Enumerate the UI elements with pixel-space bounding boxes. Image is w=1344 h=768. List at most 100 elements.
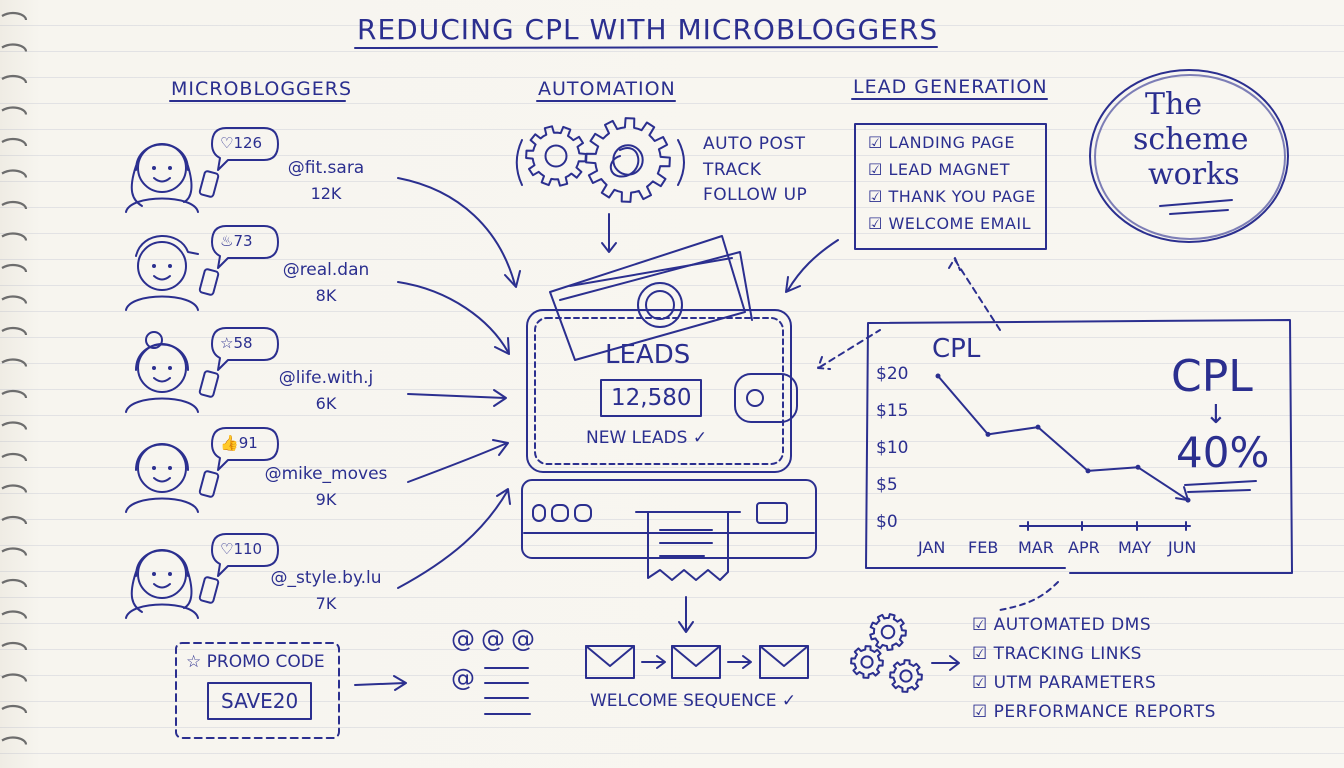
comment-bubble	[211, 427, 279, 471]
star-icon: ☆	[220, 334, 234, 352]
spiral-ring	[1, 641, 28, 651]
flame-icon: ♨	[220, 232, 234, 250]
phone-icon	[198, 370, 220, 398]
y-tick-label: $10	[876, 438, 909, 458]
lead-gen-item-label: LANDING PAGE	[888, 133, 1015, 152]
heart-icon: ♡	[220, 134, 234, 152]
checkbox-checked-icon: ☑	[972, 644, 994, 664]
spiral-ring	[1, 389, 28, 399]
cpl-point	[1135, 464, 1141, 470]
arrowhead-dan	[494, 337, 510, 355]
cpl-chart-frame	[865, 319, 1293, 574]
wallet-label: LEADS	[605, 340, 691, 370]
spiral-ring	[1, 673, 28, 682]
blogger-followers: 7K	[315, 594, 337, 613]
scheme-works-circle	[1089, 69, 1289, 243]
comment-bubble	[211, 225, 279, 269]
y-tick-label: $15	[876, 401, 909, 421]
bubble-count-value: 58	[233, 334, 253, 352]
x-tick-label: APR	[1068, 538, 1100, 557]
spiral-ring	[1, 578, 28, 588]
checkbox-checked-icon: ☑	[972, 702, 994, 722]
avatar	[125, 427, 279, 513]
spiral-ring	[1, 200, 28, 210]
spiral-ring	[1, 484, 28, 493]
phone-icon	[198, 170, 220, 198]
spiral-ring	[1, 326, 28, 336]
spiral-ring	[1, 232, 28, 241]
cpl-point	[985, 431, 991, 437]
promo-code-box	[175, 642, 340, 739]
printer-down-arrow	[678, 596, 694, 633]
scheme-underline	[1159, 199, 1233, 215]
phone-icon	[198, 268, 220, 296]
star-icon: ☆	[186, 652, 202, 672]
cpl-point	[935, 373, 941, 379]
checkbox-checked-icon: ☑	[972, 673, 994, 693]
cpl-point	[1035, 424, 1041, 430]
thumbs-up-icon: 👍	[220, 434, 239, 452]
cpl-value-underline	[1184, 480, 1257, 493]
checkbox-checked-icon: ☑	[972, 615, 994, 635]
avatar	[125, 127, 279, 213]
title-underline	[354, 46, 938, 49]
blogger-followers: 12K	[310, 184, 342, 203]
comment-bubble	[211, 127, 279, 171]
welcome-envelopes	[585, 645, 809, 679]
section-lead-generation: LEAD GENERATION	[853, 76, 1048, 98]
automation-item-track: TRACK	[703, 160, 762, 180]
x-tick-label: JUN	[1168, 538, 1197, 557]
spiral-ring	[1, 515, 28, 525]
gear-icon	[525, 125, 587, 187]
checkbox-checked-icon: ☑	[868, 133, 889, 152]
automation-checklist-label: AUTOMATED DMS	[993, 615, 1152, 635]
lead-gen-item: ☑ WELCOME EMAIL	[868, 216, 1031, 232]
arrow-mike	[407, 442, 508, 483]
envelope-icon	[585, 645, 635, 679]
avatar	[125, 225, 279, 311]
bubble-count: 👍91	[220, 436, 258, 451]
wallet-stitching	[534, 317, 784, 465]
comment-bubble	[211, 327, 279, 371]
lead-gen-box	[854, 123, 1047, 250]
lead-gen-item: ☑ THANK YOU PAGE	[868, 189, 1036, 205]
spiral-ring	[1, 74, 28, 84]
spiral-ring	[1, 137, 28, 147]
heart-icon: ♡	[220, 540, 234, 558]
spiral-ring	[1, 421, 28, 430]
chart-to-checklist-dashed-link	[999, 581, 1059, 611]
promo-label: ☆ PROMO CODE	[186, 654, 325, 671]
spiral-ring	[1, 169, 28, 178]
cpl-line-arrowhead	[1175, 486, 1189, 502]
spiral-ring	[1, 547, 28, 556]
blogger-handle: @real.dan	[282, 260, 370, 280]
spiral-ring	[1, 11, 28, 21]
bubble-count-value: 110	[233, 540, 263, 558]
cpl-point	[1085, 468, 1091, 474]
lead-gen-item: ☑ LEAD MAGNET	[868, 162, 1010, 178]
envelope-arrow	[641, 655, 666, 669]
lead-gen-item-label: LEAD MAGNET	[888, 160, 1011, 179]
spiral-binding	[1, 11, 28, 745]
automation-item-follow-up: FOLLOW UP	[703, 185, 808, 205]
avatar	[125, 533, 279, 619]
at-mention-icon-row-2: @	[451, 664, 475, 692]
cpl-callout-label: CPL	[1171, 351, 1253, 402]
wallet-button	[746, 389, 764, 407]
checkbox-checked-icon: ☑	[868, 214, 889, 233]
wallet-new-leads: NEW LEADS ✓	[586, 430, 707, 447]
automation-checklist-item: ☑ AUTOMATED DMS	[972, 617, 1151, 634]
blogger-followers: 8K	[315, 286, 337, 305]
at-mention-icons-row-1: @@@	[451, 625, 541, 653]
arrowhead-sara	[504, 270, 521, 288]
chart-to-wallet-dashed-arrow	[817, 329, 881, 370]
gear-icon	[850, 645, 884, 679]
arrow-life	[407, 393, 506, 399]
circle-note-line-2: scheme	[1133, 122, 1249, 157]
automation-gears-icon	[515, 117, 685, 203]
circle-note-line-3: works	[1148, 157, 1240, 192]
arrow-sara	[397, 177, 516, 286]
spiral-ring	[1, 106, 28, 115]
